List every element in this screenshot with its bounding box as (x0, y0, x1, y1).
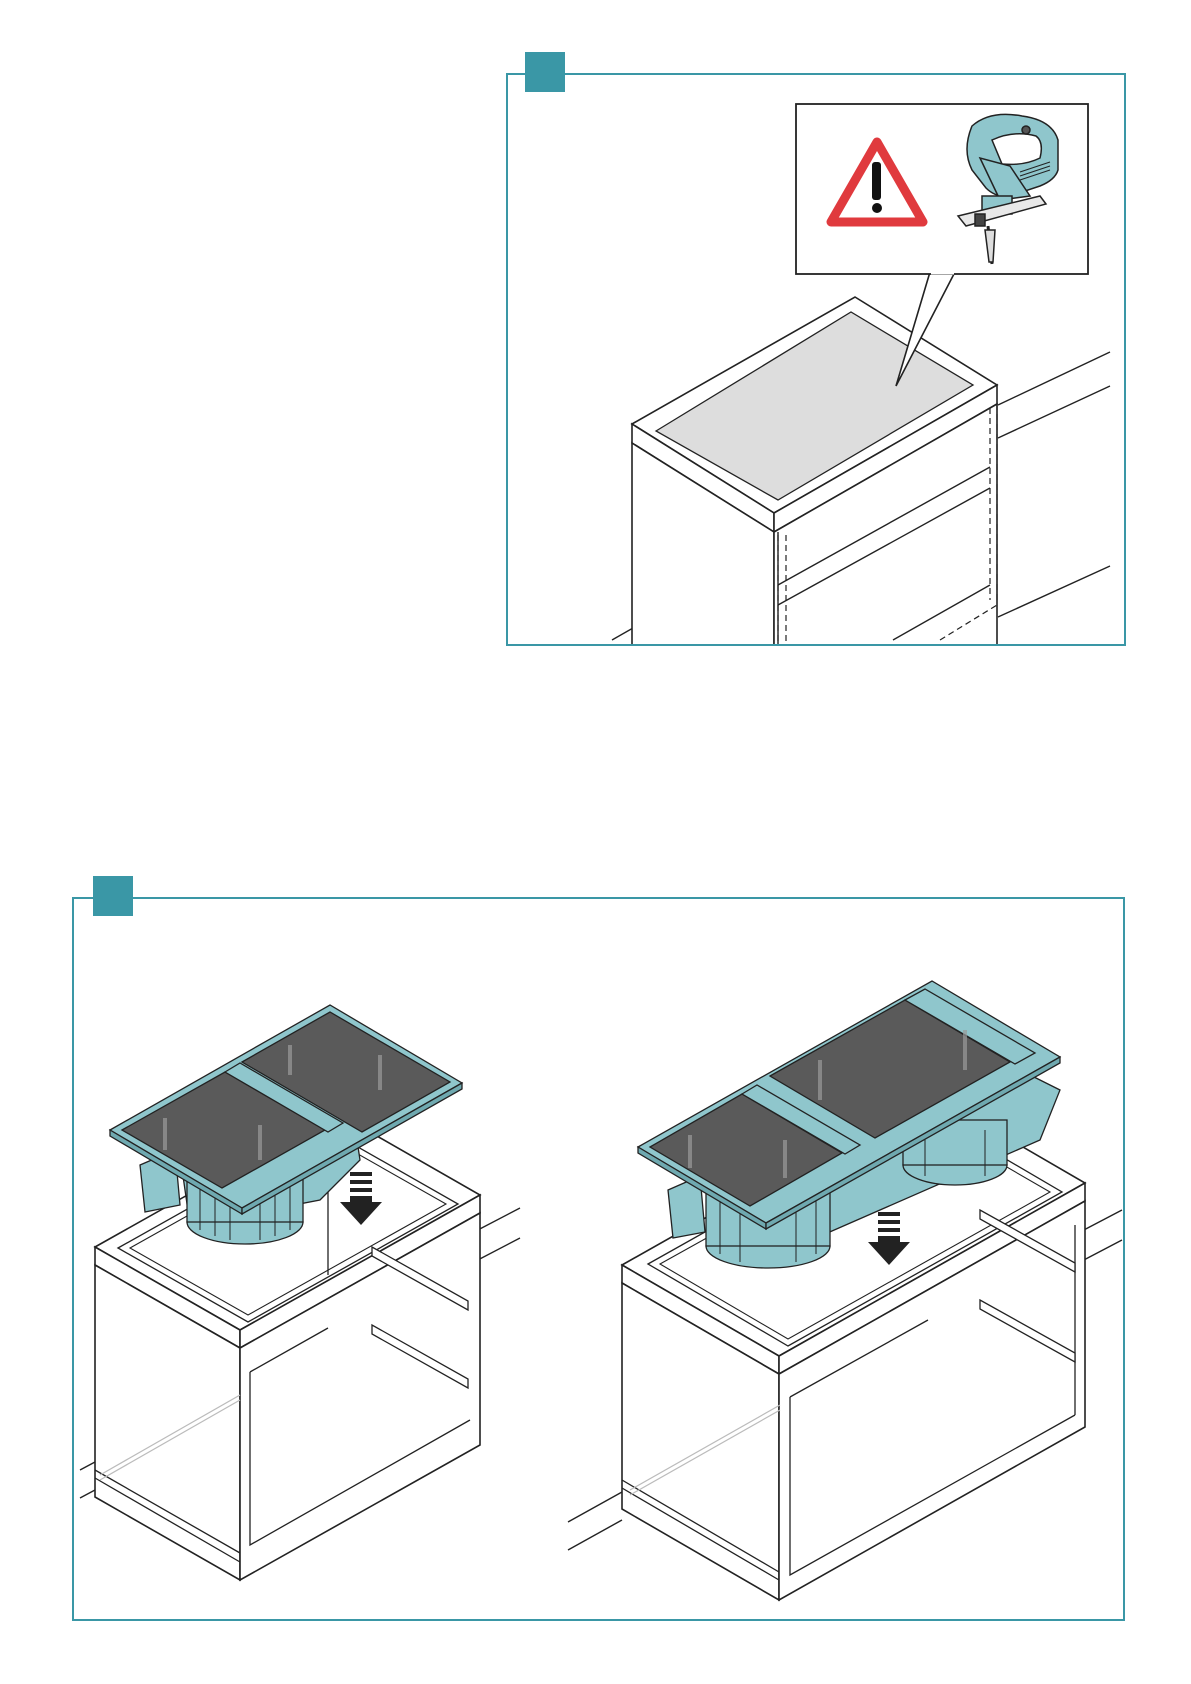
worktop-cutout-illustration (612, 104, 1110, 650)
hob-insertion-small-cabinet (80, 1005, 520, 1580)
hob-insertion-large-cabinet (568, 981, 1122, 1600)
